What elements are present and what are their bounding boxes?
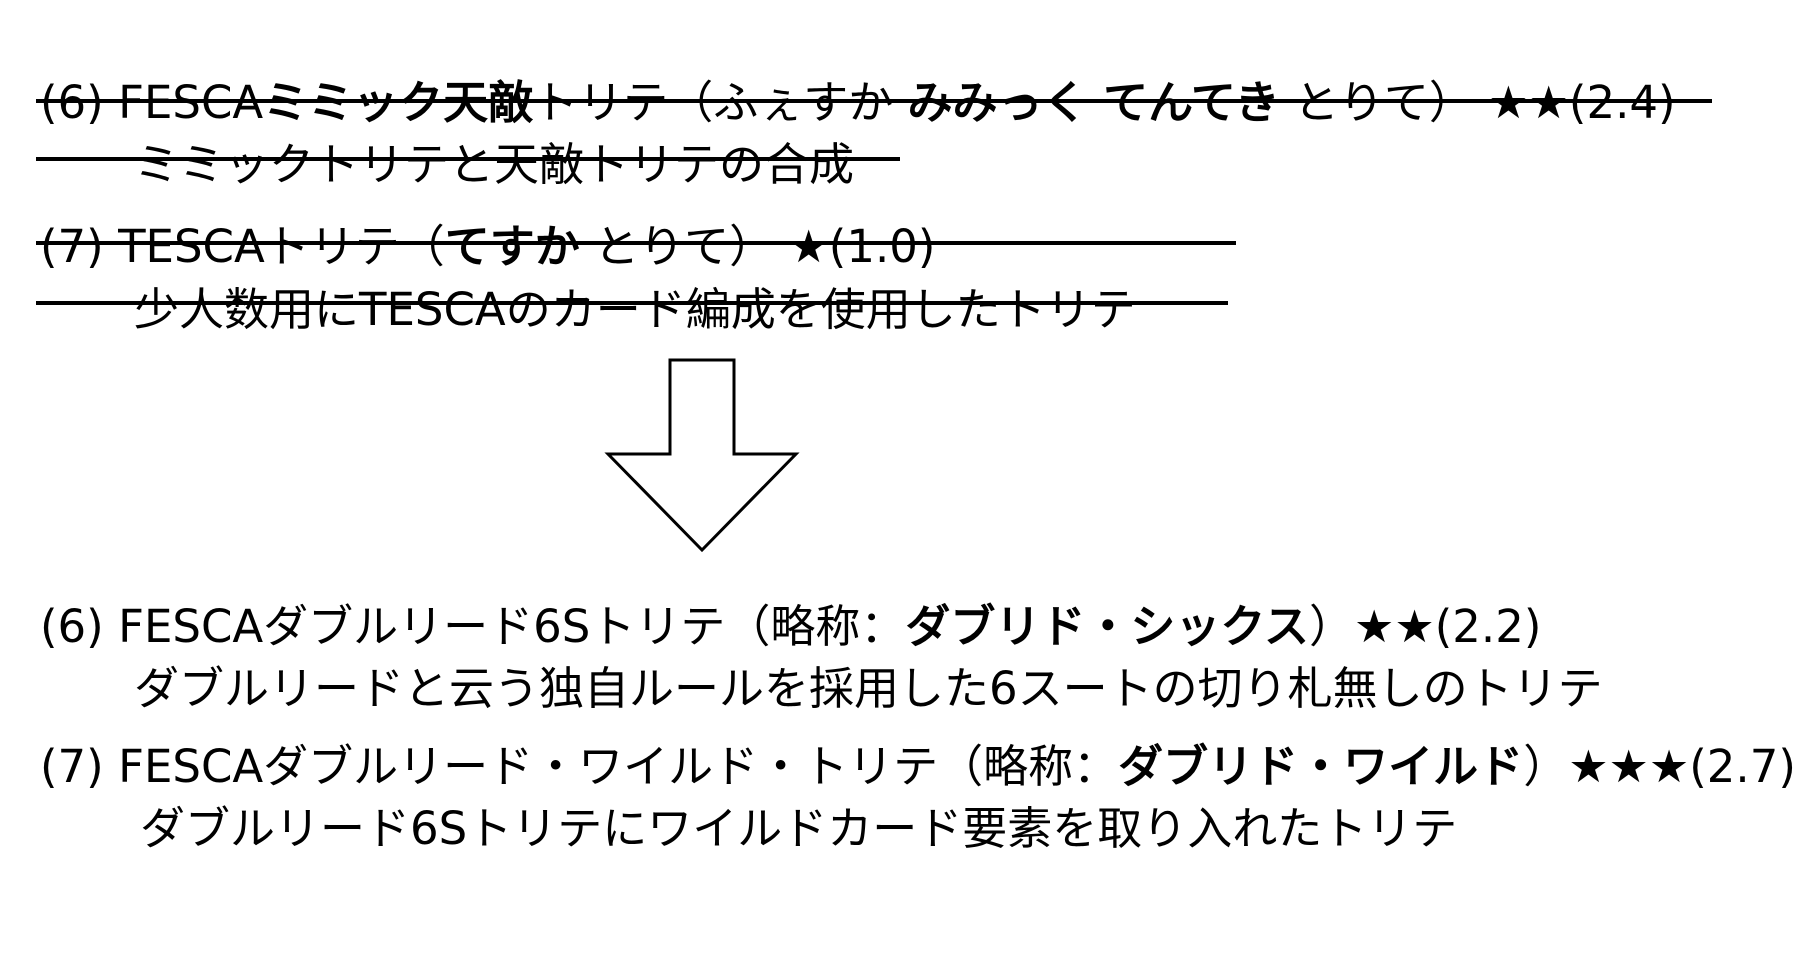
old-item-7-name-suffix: トリテ (264, 220, 400, 273)
old-item-7-title: (7) TESCAトリテ（てすか とりて） ★(1.0) (40, 224, 935, 269)
new-item-7-rating: (2.7) (1689, 740, 1796, 793)
old-item-6-description: ミミックトリテと天敵トリテの合成 (134, 138, 855, 191)
new-item-7-abbr-bold: ダブリド・ワイルド (1118, 740, 1524, 793)
old-item-7-name-prefix: TESCA (118, 220, 265, 273)
new-item-6-rating: (2.2) (1434, 600, 1542, 653)
new-item-6-name: FESCAダブルリード6Sトリテ (118, 600, 726, 653)
new-item-7-description: ダブルリード6Sトリテにワイルドカード要素を取り入れたトリテ (140, 802, 1458, 855)
new-item-7-title: (7) FESCAダブルリード・ワイルド・トリテ（略称：ダブリド・ワイルド）★★… (40, 744, 1796, 789)
new-item-7-stars: ★★★ (1568, 740, 1690, 793)
old-item-7-number: (7) (40, 220, 104, 273)
new-item-6-abbr-close: ） (1309, 600, 1355, 653)
old-item-7-description-strikethrough (36, 301, 1228, 305)
new-item-6-abbr-bold: ダブリド・シックス (905, 600, 1310, 653)
new-item-6-description: ダブルリードと云う独自ルールを採用した6スートの切り札無しのトリテ (134, 662, 1603, 715)
old-item-6-description-strikethrough (36, 157, 900, 161)
new-item-7-abbr-close: ） (1523, 740, 1569, 793)
new-item-6-number: (6) (40, 600, 104, 653)
new-item-7-name: FESCAダブルリード・ワイルド・トリテ (118, 740, 939, 793)
old-item-7-title-strikethrough (36, 241, 1236, 245)
new-item-7-number: (7) (40, 740, 104, 793)
new-item-6-stars: ★★ (1354, 600, 1435, 653)
old-item-7-reading-close: とりて） (579, 220, 775, 273)
down-arrow-icon (604, 358, 800, 554)
old-item-6-title-strikethrough (36, 99, 1712, 103)
old-item-7-description: 少人数用にTESCAのカード編成を使用したトリテ (134, 283, 1136, 336)
new-item-6-title: (6) FESCAダブルリード6Sトリテ（略称：ダブリド・シックス）★★(2.2… (40, 604, 1541, 649)
old-item-7-rating: (1.0) (828, 220, 936, 273)
new-item-6-abbr-open: （略称： (725, 600, 906, 653)
old-item-7-reading-bold: てすか (444, 220, 580, 273)
old-item-7-stars: ★ (788, 220, 829, 273)
new-item-7-abbr-open: （略称： (938, 740, 1119, 793)
old-item-7-reading-open: （ (399, 220, 445, 273)
